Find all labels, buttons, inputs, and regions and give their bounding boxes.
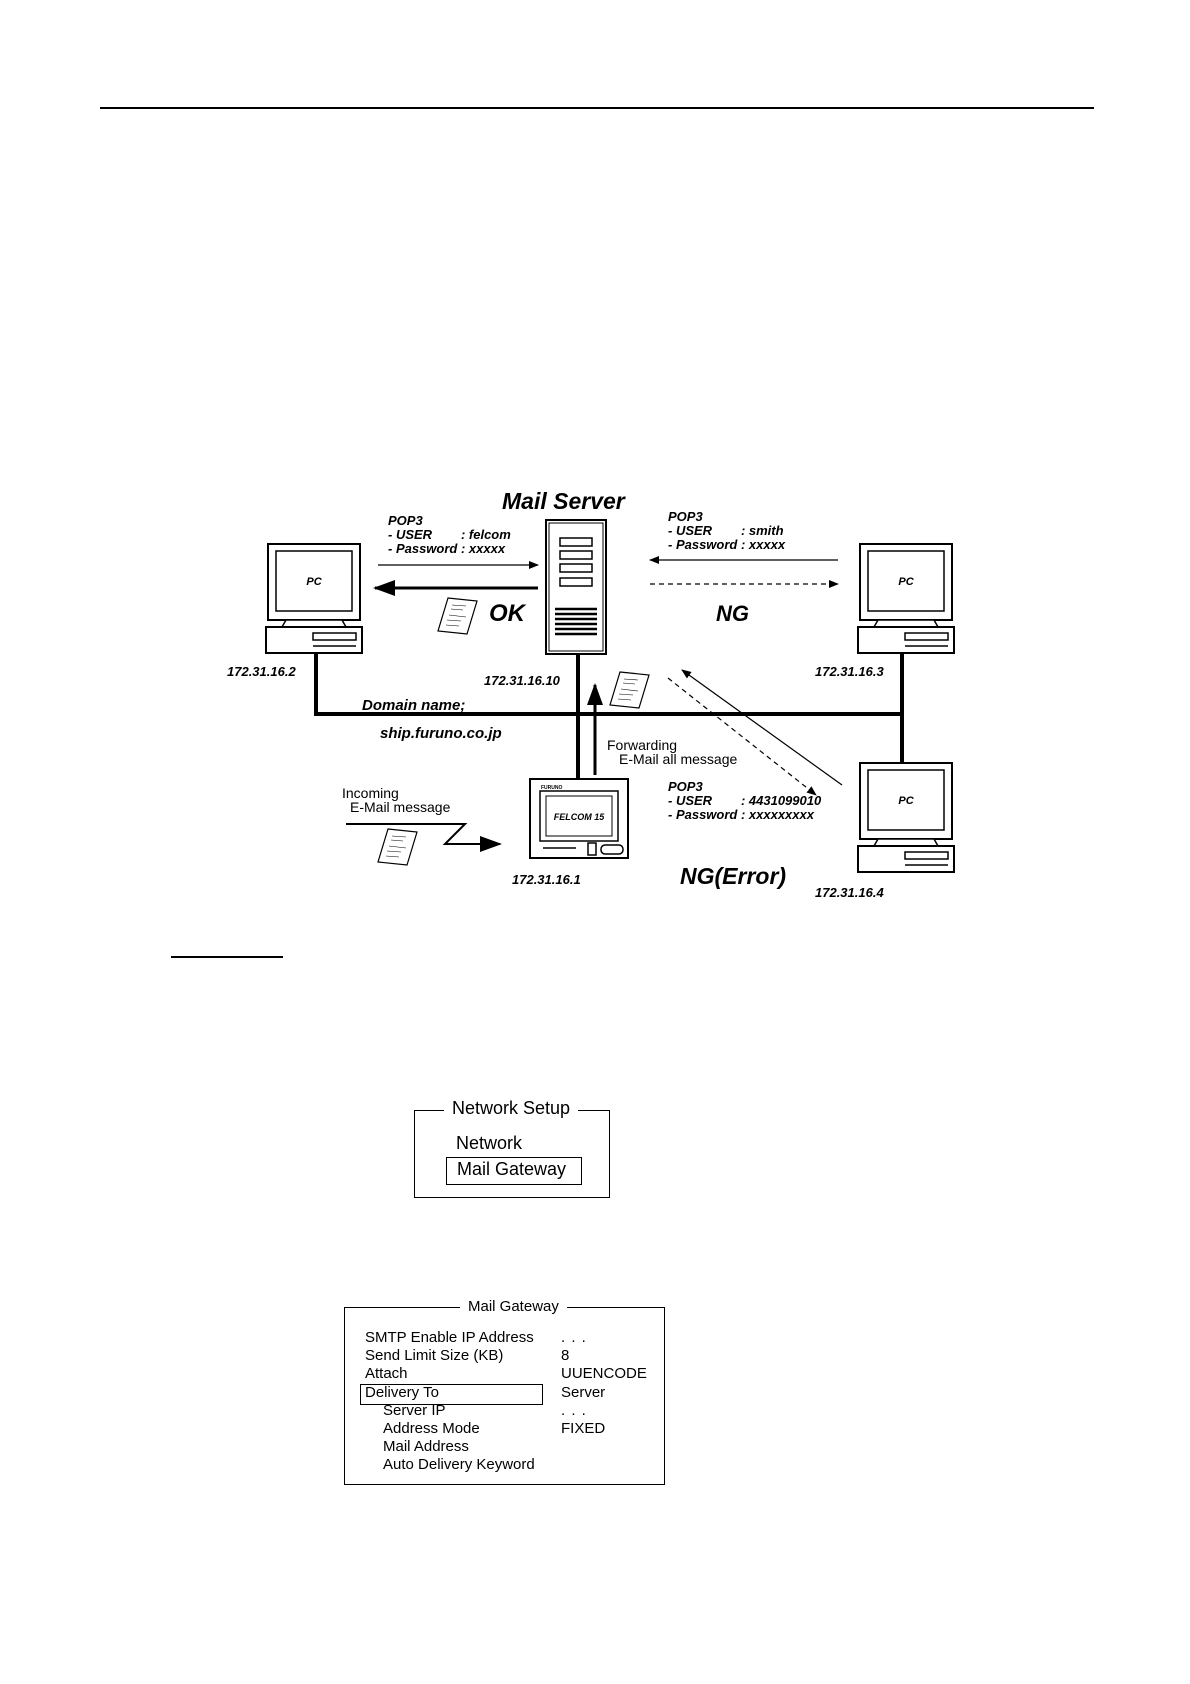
network-setup-title: Network Setup: [444, 1098, 579, 1119]
selection-highlight: [360, 1384, 543, 1405]
server-ip-value: . . .: [561, 1402, 587, 1419]
pop3-right-line3: - Password : xxxxx: [668, 537, 786, 552]
status-ok: OK: [489, 600, 527, 627]
section-underline: [171, 956, 283, 958]
pc-left-label: PC: [306, 576, 322, 588]
attach-label[interactable]: Attach: [365, 1365, 408, 1382]
network-diagram: PC PC PC FURUNO FELCOM 15: [227, 488, 955, 900]
domain-label: Domain name;: [362, 697, 465, 714]
status-ng: NG: [716, 601, 749, 626]
pc-bottom-label: PC: [898, 795, 914, 807]
pop3-left-line1: POP3: [388, 513, 423, 528]
pc-bottom-icon: PC: [857, 762, 955, 873]
ip-server: 172.31.16.10: [484, 673, 561, 688]
attach-value: UUENCODE: [561, 1365, 647, 1382]
pc-left-icon: PC: [265, 543, 363, 654]
pop3-bottom-line2: - USER : 4431099010: [668, 793, 822, 808]
mail-gateway-title: Mail Gateway: [460, 1298, 567, 1315]
ip-pc-right: 172.31.16.3: [815, 664, 884, 679]
status-ng-error: NG(Error): [680, 863, 786, 889]
pop3-left-credentials: POP3 - USER : felcom - Password : xxxxx: [388, 513, 511, 556]
send-limit-size-value: 8: [561, 1347, 570, 1364]
pop3-left-line3: - Password : xxxxx: [388, 541, 506, 556]
incoming-line2: E-Mail message: [350, 799, 451, 815]
domain-value: ship.furuno.co.jp: [380, 725, 502, 742]
message-icon-left: [437, 597, 478, 635]
pop3-left-line2: - USER : felcom: [388, 527, 511, 542]
server-ip-label[interactable]: Server IP: [383, 1402, 446, 1419]
ip-felcom: 172.31.16.1: [512, 872, 581, 887]
pop3-right-credentials: POP3 - USER : smith - Password : xxxxx: [668, 509, 786, 552]
delivery-to-value: Server: [561, 1384, 606, 1401]
pop3-bottom-line1: POP3: [668, 779, 703, 794]
delivery-to-label[interactable]: Delivery To: [365, 1384, 439, 1401]
pc-right-label: PC: [898, 576, 914, 588]
mail-address-label[interactable]: Mail Address: [383, 1438, 469, 1455]
network-bus: [314, 651, 904, 780]
ip-pc-left: 172.31.16.2: [227, 664, 296, 679]
mail-server-icon: [545, 519, 607, 655]
mail-server-title: Mail Server: [502, 488, 626, 514]
send-limit-size-label[interactable]: Send Limit Size (KB): [365, 1347, 504, 1364]
arrows: [346, 556, 843, 852]
pop3-right-line1: POP3: [668, 509, 703, 524]
smtp-enable-ip-value: . . .: [561, 1329, 587, 1346]
message-icon-incoming: [377, 828, 418, 866]
address-mode-value: FIXED: [561, 1420, 606, 1437]
felcom-brand: FURUNO: [541, 785, 562, 791]
felcom-terminal-icon: FURUNO FELCOM 15: [529, 778, 629, 859]
pc-right-icon: PC: [857, 543, 955, 654]
top-rule: [100, 107, 1094, 109]
pop3-bottom-line3: - Password : xxxxxxxxx: [668, 807, 815, 822]
forwarding-line2: E-Mail all message: [619, 751, 737, 767]
menu-item-mail-gateway[interactable]: Mail Gateway: [457, 1159, 567, 1179]
selection-highlight: [446, 1157, 582, 1185]
pop3-bottom-credentials: POP3 - USER : 4431099010 - Password : xx…: [668, 779, 822, 822]
message-icon-center: [609, 671, 650, 709]
ip-pc-bottom: 172.31.16.4: [815, 885, 884, 900]
menu-item-network[interactable]: Network: [456, 1133, 523, 1153]
auto-delivery-keyword-label[interactable]: Auto Delivery Keyword: [383, 1456, 535, 1473]
smtp-enable-ip-label[interactable]: SMTP Enable IP Address: [365, 1329, 534, 1346]
felcom-label: FELCOM 15: [554, 812, 606, 822]
pop3-right-line2: - USER : smith: [668, 523, 784, 538]
incoming-line1: Incoming: [342, 785, 399, 801]
address-mode-label[interactable]: Address Mode: [383, 1420, 480, 1437]
forwarding-line1: Forwarding: [607, 737, 677, 753]
